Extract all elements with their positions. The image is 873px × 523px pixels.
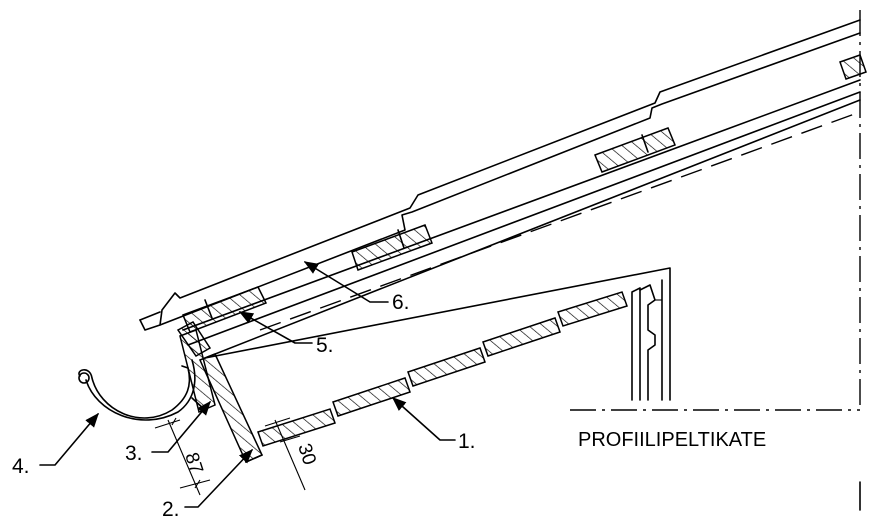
dimension-fascia: 87: [154, 417, 211, 496]
label-6: 6.: [392, 291, 410, 314]
fascia-board: [176, 321, 264, 463]
batten-4: [839, 54, 867, 80]
batten-2: [351, 224, 433, 271]
label-4: 4.: [12, 455, 30, 478]
battens: [182, 54, 867, 333]
dimension-30-text: 30: [293, 441, 320, 468]
rafter-bottom: [204, 267, 671, 401]
batten-3: [594, 127, 676, 173]
leader-lines: [39, 261, 456, 508]
roof-underlayment: [182, 79, 861, 359]
dimension-87-text: 87: [180, 450, 207, 477]
label-3: 3.: [125, 442, 143, 465]
soffit-boards: [257, 291, 628, 447]
label-2: 2.: [162, 498, 180, 521]
gutter: [78, 359, 206, 421]
caption-profile-sheet-roof: PROFIILIPELTIKATE: [578, 429, 766, 451]
profiled-sheet-roofing: [139, 19, 861, 331]
label-5: 5.: [316, 334, 334, 357]
wall-cladding: [631, 279, 663, 401]
label-1: 1.: [458, 430, 476, 453]
